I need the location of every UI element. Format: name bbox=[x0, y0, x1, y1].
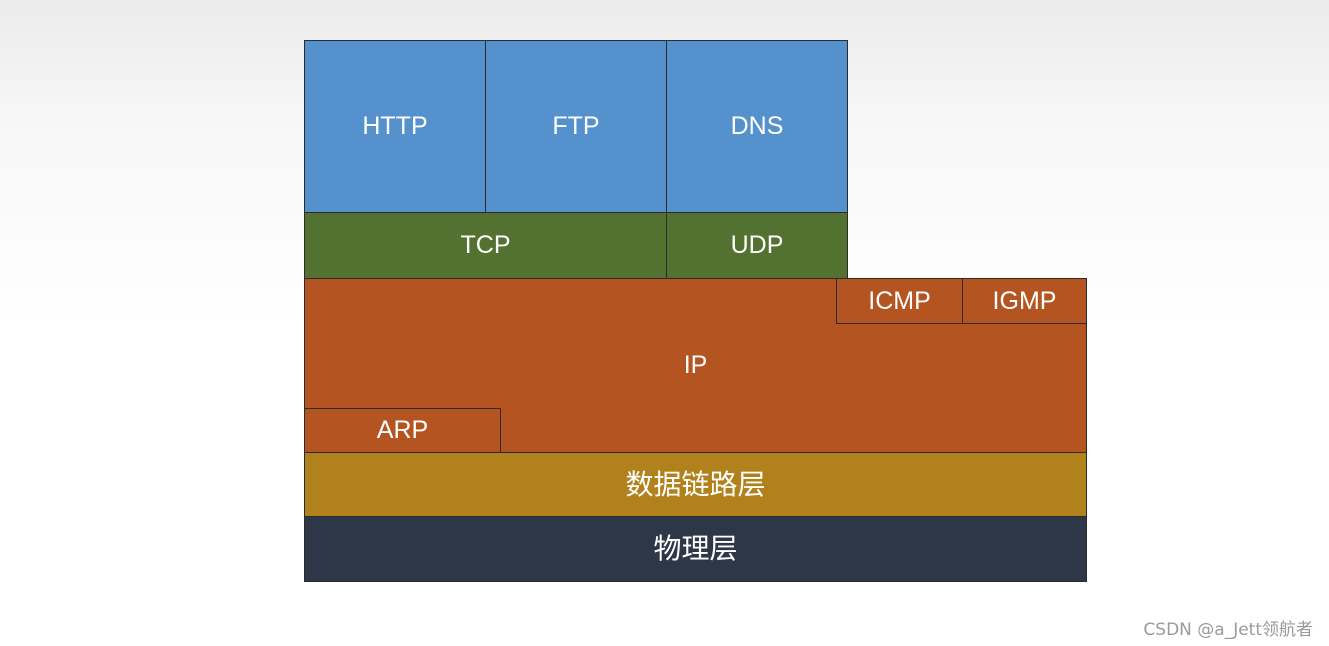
arp-box: ARP bbox=[304, 408, 501, 453]
data-link-layer-box: 数据链路层 bbox=[304, 452, 1087, 517]
dns-box: DNS bbox=[666, 40, 848, 213]
icmp-box: ICMP bbox=[836, 278, 963, 324]
data-link-layer-label: 数据链路层 bbox=[625, 467, 766, 501]
tcp-box: TCP bbox=[304, 212, 667, 279]
physical-layer-box: 物理层 bbox=[304, 516, 1087, 582]
http-label: HTTP bbox=[362, 112, 428, 140]
udp-box: UDP bbox=[666, 212, 848, 279]
ftp-label: FTP bbox=[552, 112, 600, 140]
arp-label: ARP bbox=[376, 416, 429, 444]
icmp-label: ICMP bbox=[868, 286, 931, 315]
igmp-label: IGMP bbox=[992, 286, 1057, 315]
watermark-text: CSDN @a_Jett领航者 bbox=[1143, 620, 1313, 640]
ip-label: IP bbox=[683, 351, 708, 379]
dns-label: DNS bbox=[730, 112, 784, 140]
udp-label: UDP bbox=[730, 231, 784, 259]
http-box: HTTP bbox=[304, 40, 486, 213]
tcp-label: TCP bbox=[460, 231, 511, 259]
physical-layer-label: 物理层 bbox=[653, 532, 738, 565]
ftp-box: FTP bbox=[485, 40, 667, 213]
igmp-box: IGMP bbox=[962, 278, 1087, 324]
